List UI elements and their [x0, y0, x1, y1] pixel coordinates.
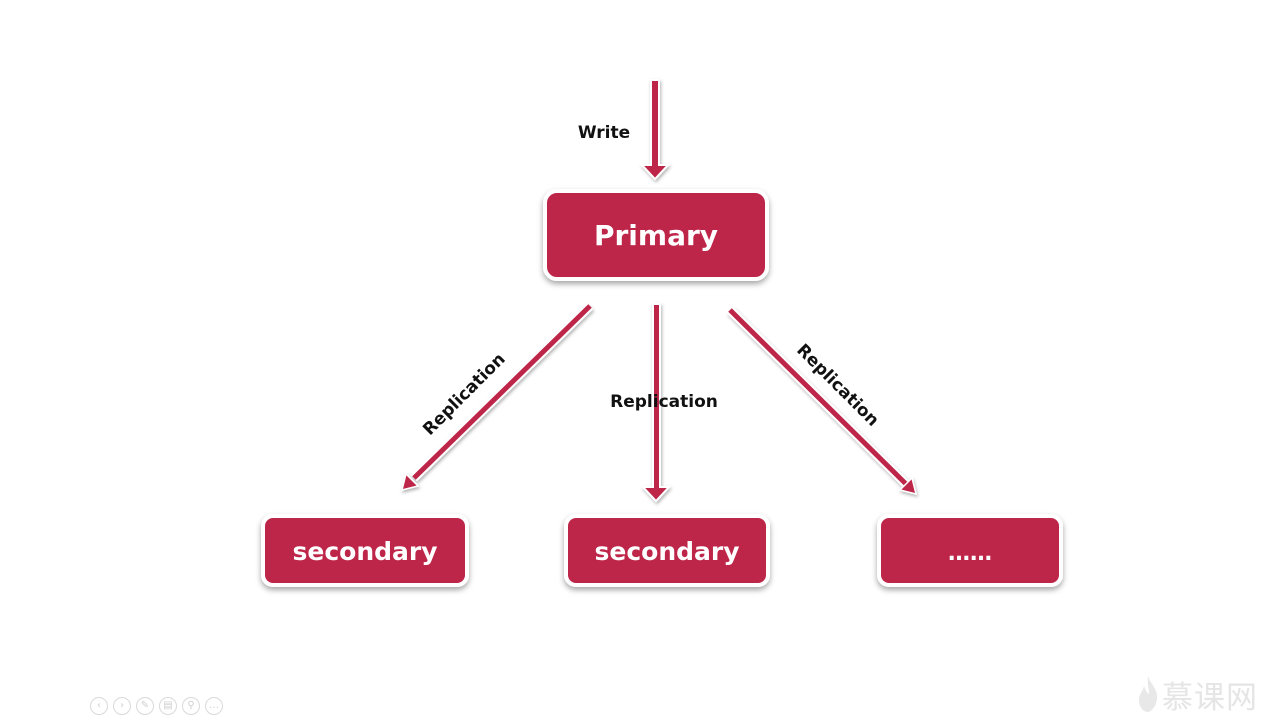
replication-arrow-right	[726, 306, 918, 496]
write-label: Write	[578, 123, 630, 143]
replication-arrow-center	[640, 303, 672, 503]
logo-text: 慕课网	[1162, 679, 1258, 716]
next-icon[interactable]: ›	[113, 697, 131, 715]
more-node: ……	[877, 514, 1063, 587]
secondary-node-2: secondary	[564, 514, 770, 587]
primary-node: Primary	[543, 189, 769, 281]
pen-icon[interactable]: ✎	[136, 697, 154, 715]
logo: 慕课网	[1136, 672, 1258, 716]
more-icon[interactable]: …	[205, 697, 223, 715]
secondary-label-1: secondary	[292, 537, 437, 566]
zoom-icon[interactable]: ⚲	[182, 697, 200, 715]
write-arrow	[639, 79, 671, 181]
replication-label-center: Replication	[610, 392, 718, 412]
flame-icon	[1139, 676, 1158, 712]
secondary-label-2: secondary	[594, 537, 739, 566]
slide-controls: ‹ › ✎ ▤ ⚲ …	[90, 697, 223, 715]
slides-icon[interactable]: ▤	[159, 697, 177, 715]
replication-arrow-left	[400, 302, 594, 492]
more-label: ……	[948, 541, 992, 566]
primary-label: Primary	[594, 219, 718, 252]
secondary-node-1: secondary	[261, 514, 469, 587]
prev-icon[interactable]: ‹	[90, 697, 108, 715]
